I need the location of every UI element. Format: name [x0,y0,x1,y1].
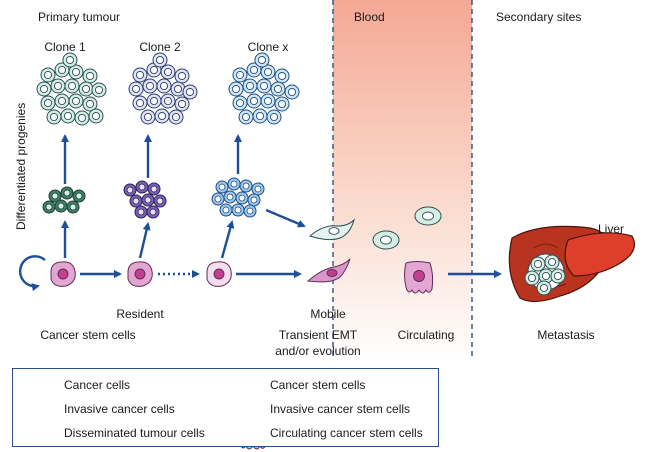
progenitor-cluster-x [211,177,265,218]
liver-label: Liver [598,222,625,236]
clone-2-cluster [128,52,198,125]
clone-1-label: Clone 1 [44,40,86,54]
dotted-arrowhead [192,270,200,278]
region-blood: Blood [354,10,385,24]
arrow-stem3-to-progx [220,220,235,259]
transient-emt-label: Transient EMT [278,328,358,342]
circulating-label: Circulating [397,328,455,342]
self-renewal-arrow [18,255,46,292]
clone-2-label: Clone 2 [139,40,181,54]
arrow-stem2-to-prog2 [138,222,151,259]
region-secondary-sites: Secondary sites [496,10,582,24]
legend [12,368,439,447]
metastasis-cluster [524,253,566,296]
liver-illustration [508,225,635,303]
region-primary-tumour: Primary tumour [38,10,121,24]
stem-cell-3 [206,261,232,287]
clone-x-label: Clone x [247,40,289,54]
mobile-label: Mobile [310,307,346,321]
differentiated-progenies-label: Differentiated progenies [14,102,28,230]
stem-cell-2 [127,261,153,287]
disseminated-cell-2 [372,230,400,250]
evolution-label: and/or evolution [275,344,361,358]
legend-disseminated: Disseminated tumour cells [64,426,205,440]
arrow-progx-to-invasive [265,208,306,228]
legend-invasive-cancer-cells: Invasive cancer cells [64,402,175,416]
stem-cell-1 [50,261,76,287]
circulating-cancer-stem-cell [404,261,434,294]
metastasis-label: Metastasis [537,328,595,342]
progenitor-cluster-2 [123,180,167,219]
resident-label: Resident [116,307,164,321]
legend-cancer-stem-cells: Cancer stem cells [270,378,366,392]
legend-circulating-stem: Circulating cancer stem cells [270,426,423,440]
disseminated-cell-1 [414,206,442,226]
legend-cancer-cells: Cancer cells [64,378,131,392]
progenitor-cluster-1 [42,186,86,214]
legend-invasive-stem: Invasive cancer stem cells [270,402,411,416]
clone-x-cluster [228,52,300,125]
blood-region [333,0,472,360]
cancer-stem-cells-label: Cancer stem cells [40,328,136,342]
clone-1-cluster [36,52,107,126]
